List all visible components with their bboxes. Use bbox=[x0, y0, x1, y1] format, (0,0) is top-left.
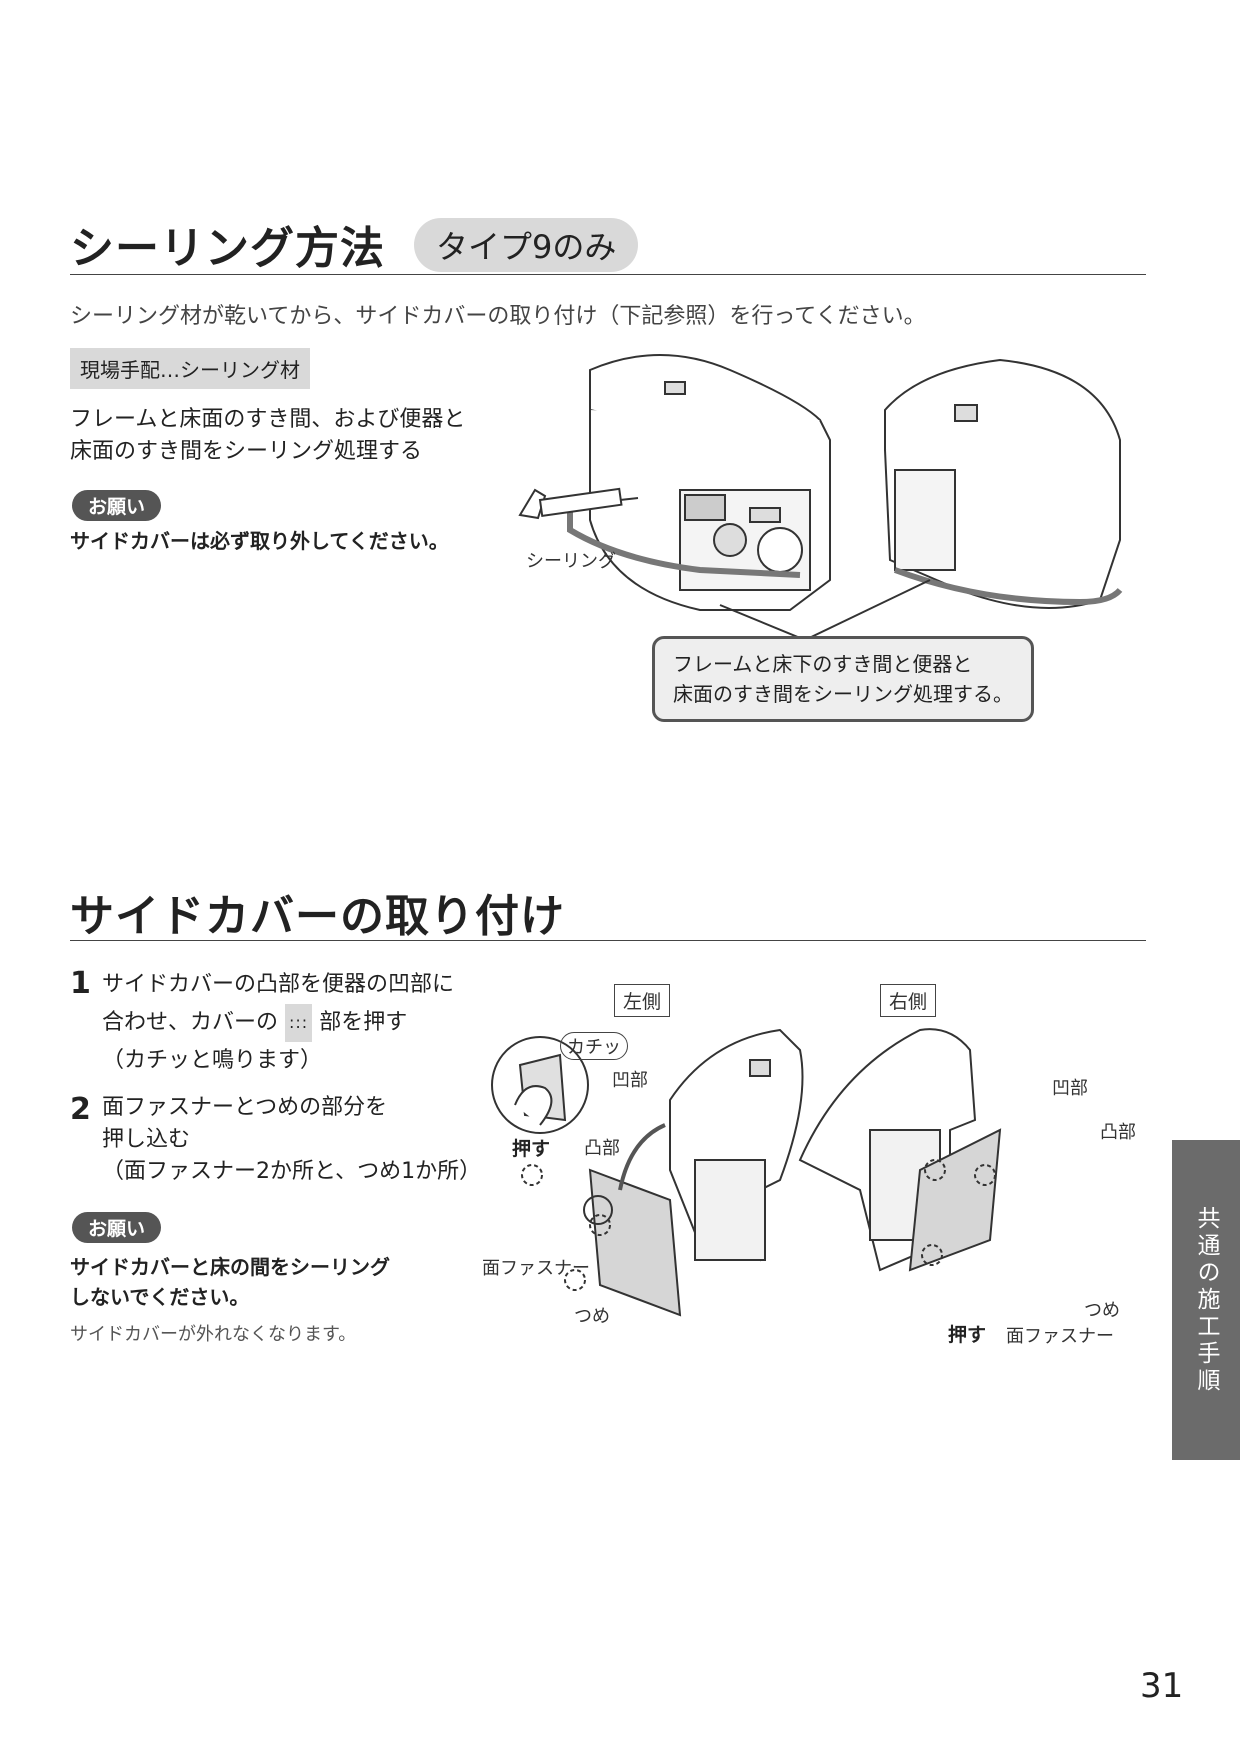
label-push-left: 押す bbox=[512, 1138, 551, 1160]
sealing-callout: フレームと床下のすき間と便器と 床面のすき間をシーリング処理する。 bbox=[652, 636, 1034, 722]
step-2: 2 bbox=[70, 1092, 91, 1127]
step-1-line2b: 部を押す bbox=[319, 1010, 408, 1035]
label-click: カチッ bbox=[560, 1032, 628, 1060]
sealing-instruction-line1: フレームと床面のすき間、および便器と bbox=[70, 407, 466, 432]
label-claw-right: つめ bbox=[1084, 1300, 1120, 1321]
sealing-instruction: フレームと床面のすき間、および便器と 床面のすき間をシーリング処理する bbox=[70, 404, 465, 468]
left-side-cover bbox=[588, 1168, 682, 1317]
label-protrusion-left: 凸部 bbox=[584, 1138, 620, 1159]
right-toilet-frame bbox=[894, 469, 956, 571]
figure-label-sealing: シーリング bbox=[526, 551, 616, 572]
label-fastener-right: 面ファスナー bbox=[1006, 1326, 1114, 1347]
label-claw-left: つめ bbox=[574, 1306, 610, 1327]
onegai-text-2-line1: サイドカバーと床の間をシーリング bbox=[70, 1255, 390, 1279]
label-recess-right: 凹部 bbox=[1052, 1078, 1088, 1099]
sealing-gun-icon bbox=[518, 487, 639, 520]
side-cover-figure bbox=[491, 1028, 1002, 1317]
side-tab: 共通の施工手順 bbox=[1172, 1140, 1240, 1460]
type-badge: タイプ9のみ bbox=[414, 218, 639, 272]
onegai-badge-1: お願い bbox=[72, 490, 162, 521]
onegai-note-2: サイドカバーが外れなくなります。 bbox=[70, 1324, 357, 1345]
onegai-text-1: サイドカバーは必ず取り外してください。 bbox=[70, 529, 449, 553]
label-fastener-left: 面ファスナー bbox=[482, 1258, 590, 1279]
onegai-text-2-line2: しないでください。 bbox=[70, 1285, 250, 1309]
step-2-text: 面ファスナーとつめの部分を 押し込む （面ファスナー2か所と、つめ1か所） bbox=[102, 1092, 502, 1188]
step-2-line1: 面ファスナーとつめの部分を bbox=[102, 1095, 388, 1120]
push-area-dots-icon: ::: bbox=[285, 1004, 313, 1042]
section2-title: サイドカバーの取り付け bbox=[70, 891, 565, 942]
fig-right-label: 右側 bbox=[880, 984, 937, 1017]
step-2-line3: （面ファスナー2か所と、つめ1か所） bbox=[102, 1159, 482, 1184]
step-1-line2: 合わせ、カバーの ::: 部を押す bbox=[102, 1004, 482, 1042]
right-side-cover bbox=[908, 1128, 1002, 1272]
label-protrusion-right: 凸部 bbox=[1100, 1122, 1136, 1143]
step-1-number: 1 bbox=[70, 966, 91, 1001]
section1-title: シーリング方法 bbox=[70, 223, 385, 274]
onegai-badge-2: お願い bbox=[72, 1212, 162, 1243]
step-1-text: サイドカバーの凸部を便器の凹部に 合わせ、カバーの ::: 部を押す （カチッと… bbox=[102, 966, 482, 1080]
materials-tag: 現場手配…シーリング材 bbox=[70, 348, 310, 389]
sealing-callout-line1: フレームと床下のすき間と便器と bbox=[673, 652, 973, 676]
step-1-line1: サイドカバーの凸部を便器の凹部に bbox=[102, 972, 455, 997]
fig-left-label: 左側 bbox=[614, 984, 671, 1017]
sealing-instruction-line2: 床面のすき間をシーリング処理する bbox=[70, 439, 423, 464]
label-recess-left: 凹部 bbox=[612, 1070, 648, 1091]
section1-lead: シーリング材が乾いてから、サイドカバーの取り付け（下記参照）を行ってください。 bbox=[70, 304, 926, 329]
onegai-text-2: サイドカバーと床の間をシーリング しないでください。 bbox=[70, 1252, 390, 1312]
sealing-figure bbox=[518, 354, 1123, 642]
section1-rule bbox=[70, 274, 1146, 275]
step-2-number: 2 bbox=[70, 1092, 91, 1127]
label-push-right: 押す bbox=[948, 1324, 987, 1346]
step-2-line2: 押し込む bbox=[102, 1127, 191, 1152]
step-1-line3: （カチッと鳴ります） bbox=[102, 1048, 323, 1073]
step-1-line2a: 合わせ、カバーの bbox=[102, 1010, 279, 1035]
page-number: 31 bbox=[1140, 1666, 1184, 1706]
section2-rule bbox=[70, 940, 1146, 941]
step-1: 1 bbox=[70, 966, 91, 1001]
sealing-callout-line2: 床面のすき間をシーリング処理する。 bbox=[673, 682, 1013, 706]
